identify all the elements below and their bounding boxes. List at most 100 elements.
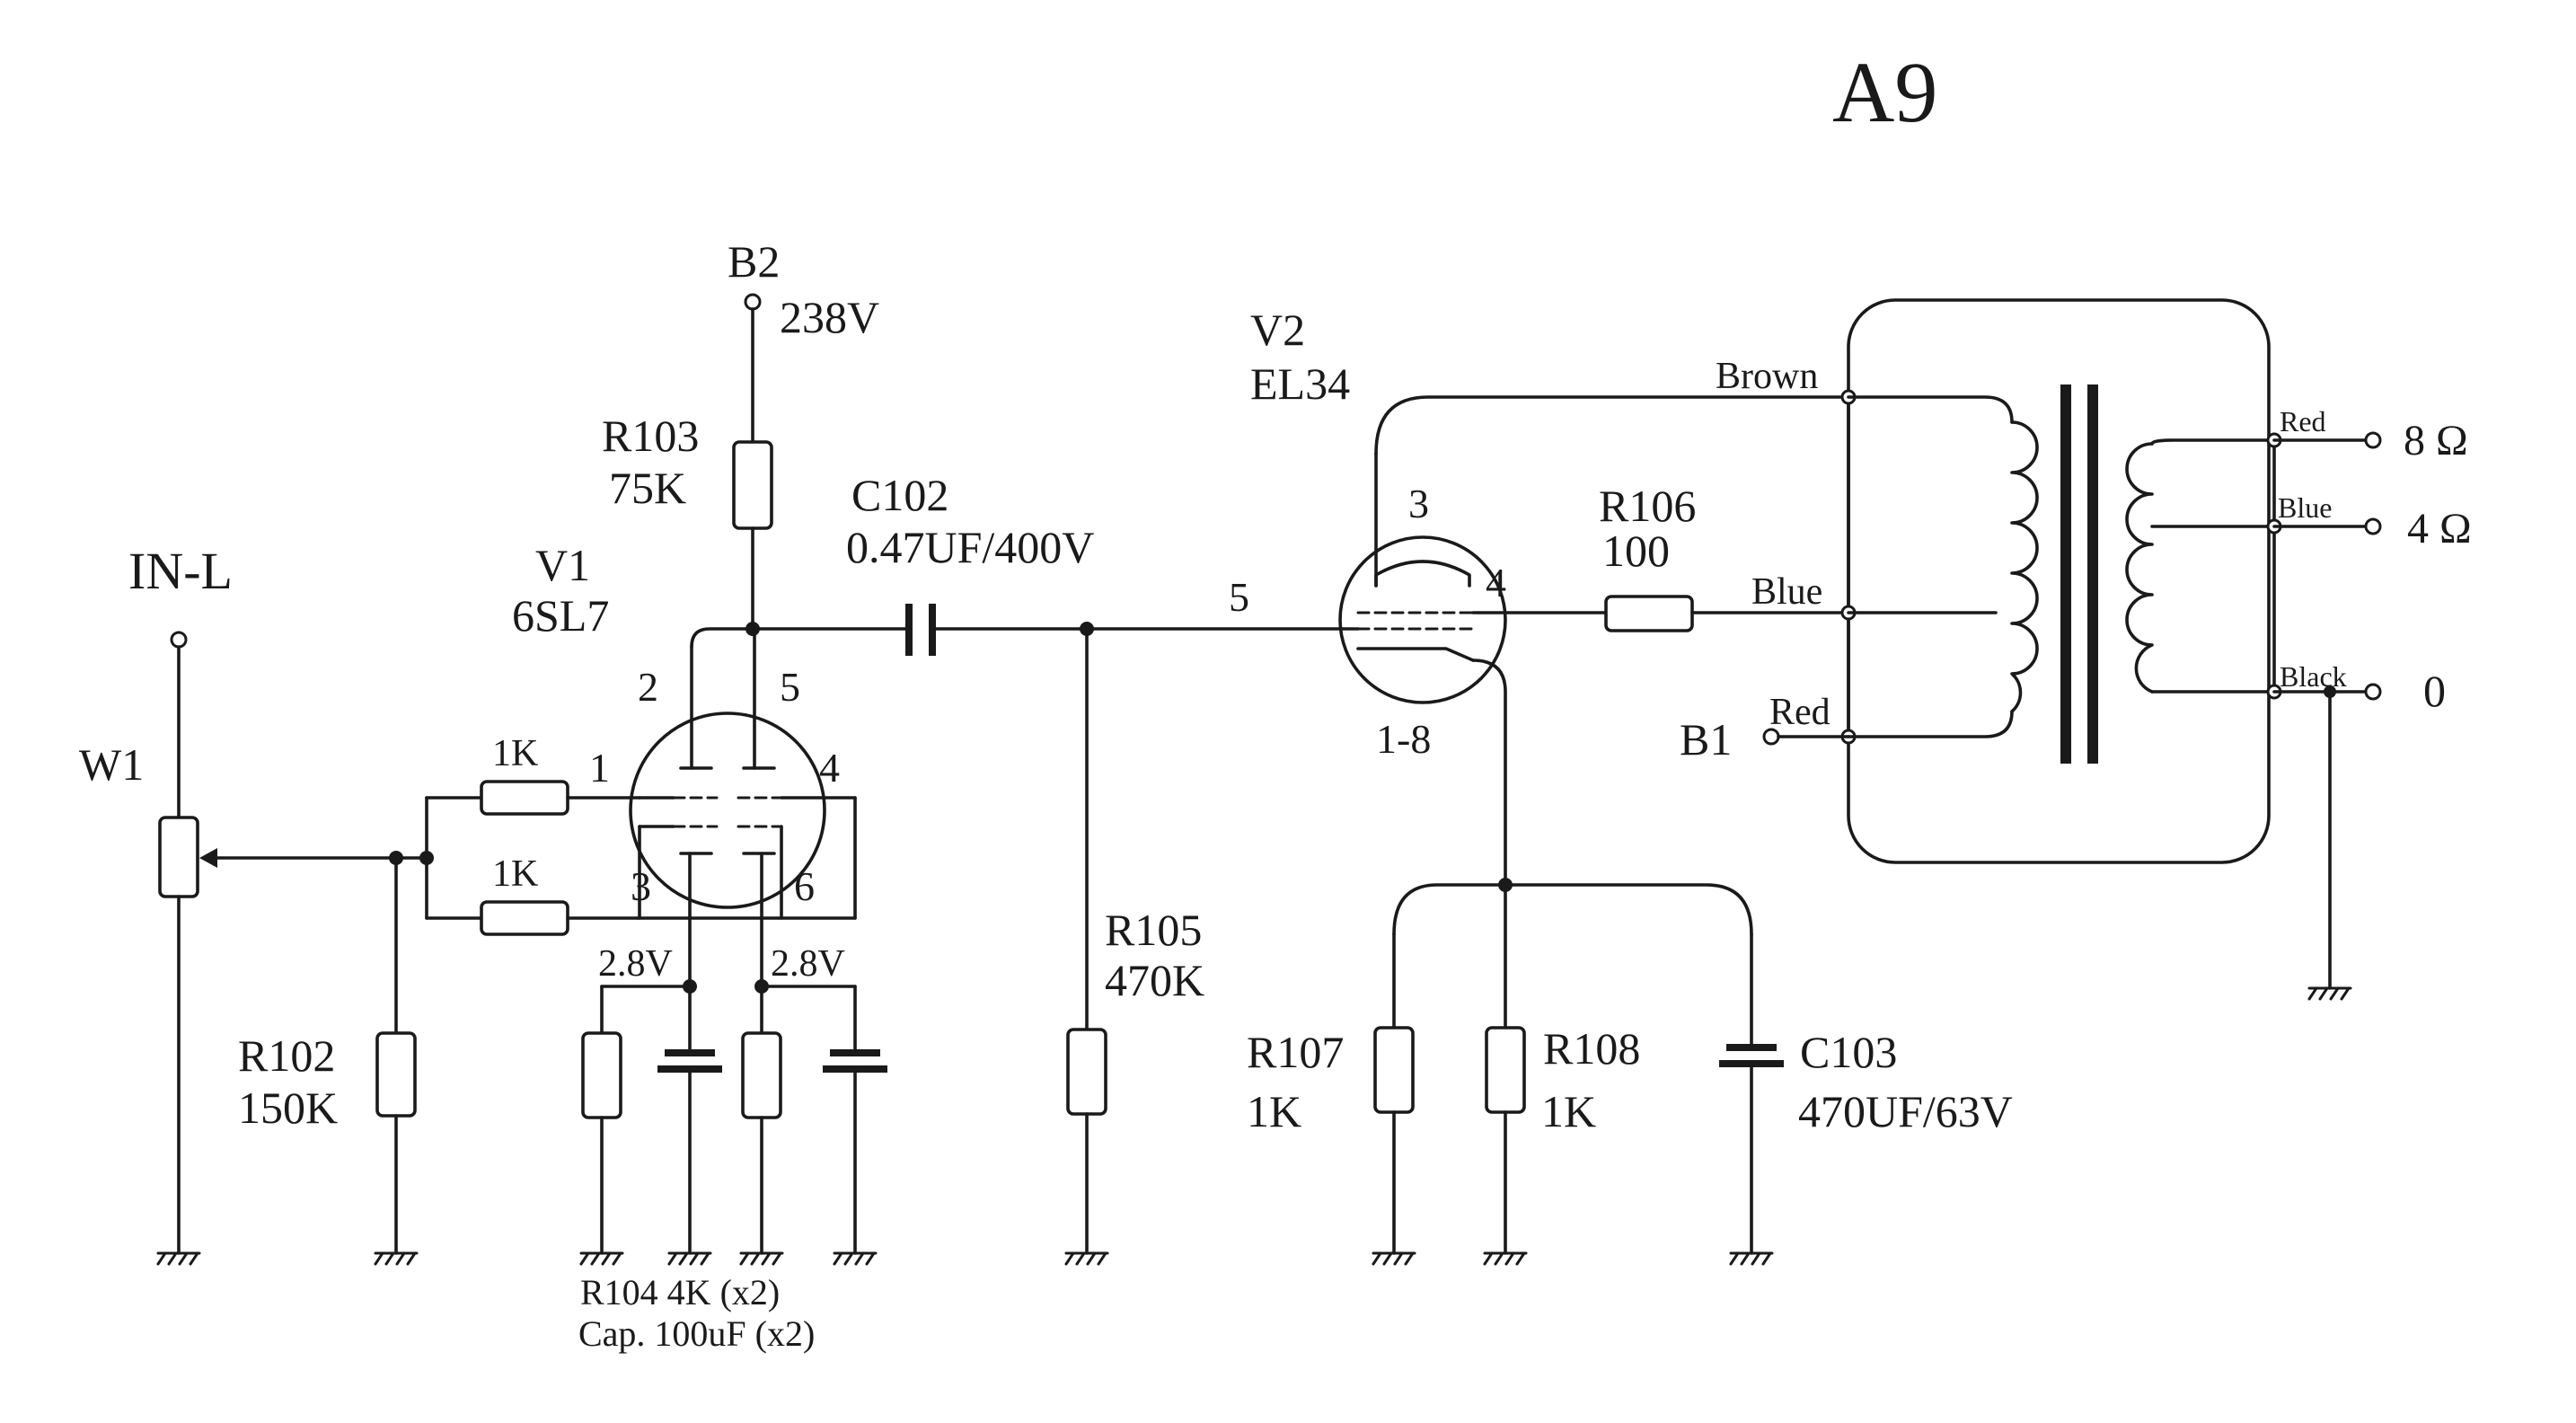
b1-label: B1 bbox=[1680, 714, 1732, 765]
r103-resistor bbox=[732, 440, 773, 530]
ground-symbol-cap-right bbox=[833, 1251, 878, 1266]
ground-symbol-cap-left bbox=[667, 1251, 712, 1266]
output-terminal-0 bbox=[2364, 683, 2382, 701]
secondary-label-red: Red bbox=[2280, 405, 2326, 438]
ground-symbol-r104-left bbox=[579, 1251, 624, 1266]
c103-ref: C103 bbox=[1800, 1027, 1897, 1077]
ground-symbol-r104-right bbox=[739, 1251, 784, 1266]
c103-value: 470UF/63V bbox=[1798, 1086, 2013, 1136]
output-label-8ohm: 8 Ω bbox=[2404, 417, 2468, 464]
b2-voltage: 238V bbox=[780, 292, 879, 342]
grid-resistor-b-value: 1K bbox=[492, 853, 538, 895]
r103-value: 75K bbox=[609, 463, 686, 513]
schematic-title: A9 bbox=[1832, 44, 1937, 140]
primary-label-blue: Blue bbox=[1751, 571, 1822, 613]
r105-ref: R105 bbox=[1105, 905, 1202, 955]
v2-tube: V2 EL34 3 5 4 1-8 bbox=[1229, 305, 1845, 887]
r105-group: R105 470K bbox=[1064, 627, 1204, 1266]
r108-ref: R108 bbox=[1543, 1023, 1640, 1074]
input-section: IN-L W1 bbox=[79, 542, 428, 1266]
v1-cathode-network: 2.8V 2.8V bbox=[578, 943, 887, 1354]
v1-pin-4: 4 bbox=[819, 745, 840, 791]
c102-ref: C102 bbox=[851, 470, 948, 520]
c103-plate-plus bbox=[1726, 1044, 1777, 1051]
ground-symbol-w1 bbox=[156, 1251, 201, 1266]
r105-value: 470K bbox=[1105, 955, 1204, 1005]
r103-ref: R103 bbox=[602, 411, 699, 461]
v2-pin-4: 4 bbox=[1486, 560, 1506, 605]
primary-label-brown: Brown bbox=[1716, 356, 1818, 397]
v1-tube: V1 6SL7 2 5 1 4 3 6 bbox=[512, 540, 857, 988]
v1-envelope bbox=[629, 712, 826, 909]
ground-symbol-r105 bbox=[1064, 1251, 1109, 1266]
v1-pin-3: 3 bbox=[631, 863, 651, 909]
output-terminal-4ohm bbox=[2364, 517, 2382, 535]
v2-envelope bbox=[1338, 535, 1507, 704]
c103-plate-minus bbox=[1719, 1060, 1784, 1067]
primary-label-red: Red bbox=[1769, 692, 1831, 733]
grid-resistor-a bbox=[480, 780, 569, 816]
v2-cathode-network: R107 1K R108 1K C103 470UF/63V bbox=[1247, 878, 2013, 1266]
v1-pin-1: 1 bbox=[589, 745, 610, 791]
v2-ref: V2 bbox=[1250, 305, 1305, 355]
r108-value: 1K bbox=[1541, 1086, 1596, 1136]
grid-resistors: 1K 1K bbox=[425, 733, 641, 936]
output-label-0: 0 bbox=[2423, 666, 2446, 716]
output-label-4ohm: 4 Ω bbox=[2407, 505, 2472, 552]
r106-value: 100 bbox=[1602, 526, 1670, 576]
r107-resistor bbox=[1373, 1026, 1415, 1114]
r102-value: 150K bbox=[238, 1083, 338, 1133]
input-terminal bbox=[170, 631, 188, 649]
secondary-coil bbox=[2125, 442, 2154, 694]
cathode-cap-left-minus bbox=[657, 1065, 722, 1073]
c102-plate-left bbox=[905, 604, 913, 656]
b2-supply: B2 238V R103 75K bbox=[602, 236, 879, 636]
r102-resistor bbox=[375, 1031, 417, 1118]
output-terminal-8ohm bbox=[2364, 431, 2382, 449]
c102-group: C102 0.47UF/400V bbox=[753, 470, 1360, 656]
cathode-cap-right-minus bbox=[823, 1065, 887, 1073]
v1-pin-2: 2 bbox=[638, 664, 658, 710]
ground-symbol-output bbox=[2307, 986, 2352, 1001]
cathode-note-line2: Cap. 100uF (x2) bbox=[578, 1313, 815, 1354]
v2-pin-5: 5 bbox=[1229, 574, 1249, 620]
w1-potentiometer bbox=[158, 816, 199, 898]
ground-symbol-r102 bbox=[374, 1251, 419, 1266]
r107-ref: R107 bbox=[1247, 1027, 1344, 1077]
r104-resistor-right bbox=[741, 1031, 782, 1119]
ground-symbol-r108 bbox=[1483, 1251, 1528, 1266]
v1-pin-6: 6 bbox=[794, 863, 815, 909]
r104-resistor-left bbox=[581, 1031, 622, 1119]
output-transformer: B1 Brown Blue Red Red Blue Black 8 Ω 4 Ω… bbox=[1680, 298, 2472, 1001]
junction-dot bbox=[745, 622, 760, 636]
r108-resistor bbox=[1485, 1026, 1526, 1114]
v1-type: 6SL7 bbox=[512, 590, 609, 641]
cathode-voltage-right: 2.8V bbox=[771, 943, 845, 985]
secondary-label-blue: Blue bbox=[2278, 491, 2332, 524]
w1-label: W1 bbox=[79, 739, 144, 790]
transformer-frame bbox=[1847, 298, 2271, 864]
cathode-note-line1: R104 4K (x2) bbox=[580, 1272, 780, 1313]
r107-value: 1K bbox=[1247, 1086, 1301, 1136]
w1-wiper-arrow bbox=[199, 848, 217, 868]
ground-symbol-r107 bbox=[1372, 1251, 1416, 1266]
cathode-cap-right-plus bbox=[830, 1049, 880, 1056]
c102-value: 0.47UF/400V bbox=[846, 522, 1094, 572]
ground-symbol-c103 bbox=[1729, 1251, 1774, 1266]
primary-coil bbox=[2010, 420, 2039, 713]
v2-type: EL34 bbox=[1250, 358, 1350, 409]
input-label: IN-L bbox=[128, 542, 233, 600]
r102-ref: R102 bbox=[238, 1030, 335, 1081]
r105-resistor bbox=[1066, 1028, 1107, 1116]
v2-pin-1-8: 1-8 bbox=[1376, 716, 1431, 762]
r106-resistor bbox=[1604, 595, 1694, 632]
b2-label: B2 bbox=[728, 236, 780, 287]
v1-ref: V1 bbox=[535, 540, 590, 590]
grid-resistor-a-value: 1K bbox=[492, 733, 538, 774]
r106-group: R106 100 bbox=[1504, 481, 1845, 632]
r106-ref: R106 bbox=[1599, 481, 1696, 531]
cathode-voltage-left: 2.8V bbox=[598, 943, 673, 985]
v2-pin-3: 3 bbox=[1408, 481, 1429, 526]
grid-resistor-b bbox=[480, 900, 569, 936]
